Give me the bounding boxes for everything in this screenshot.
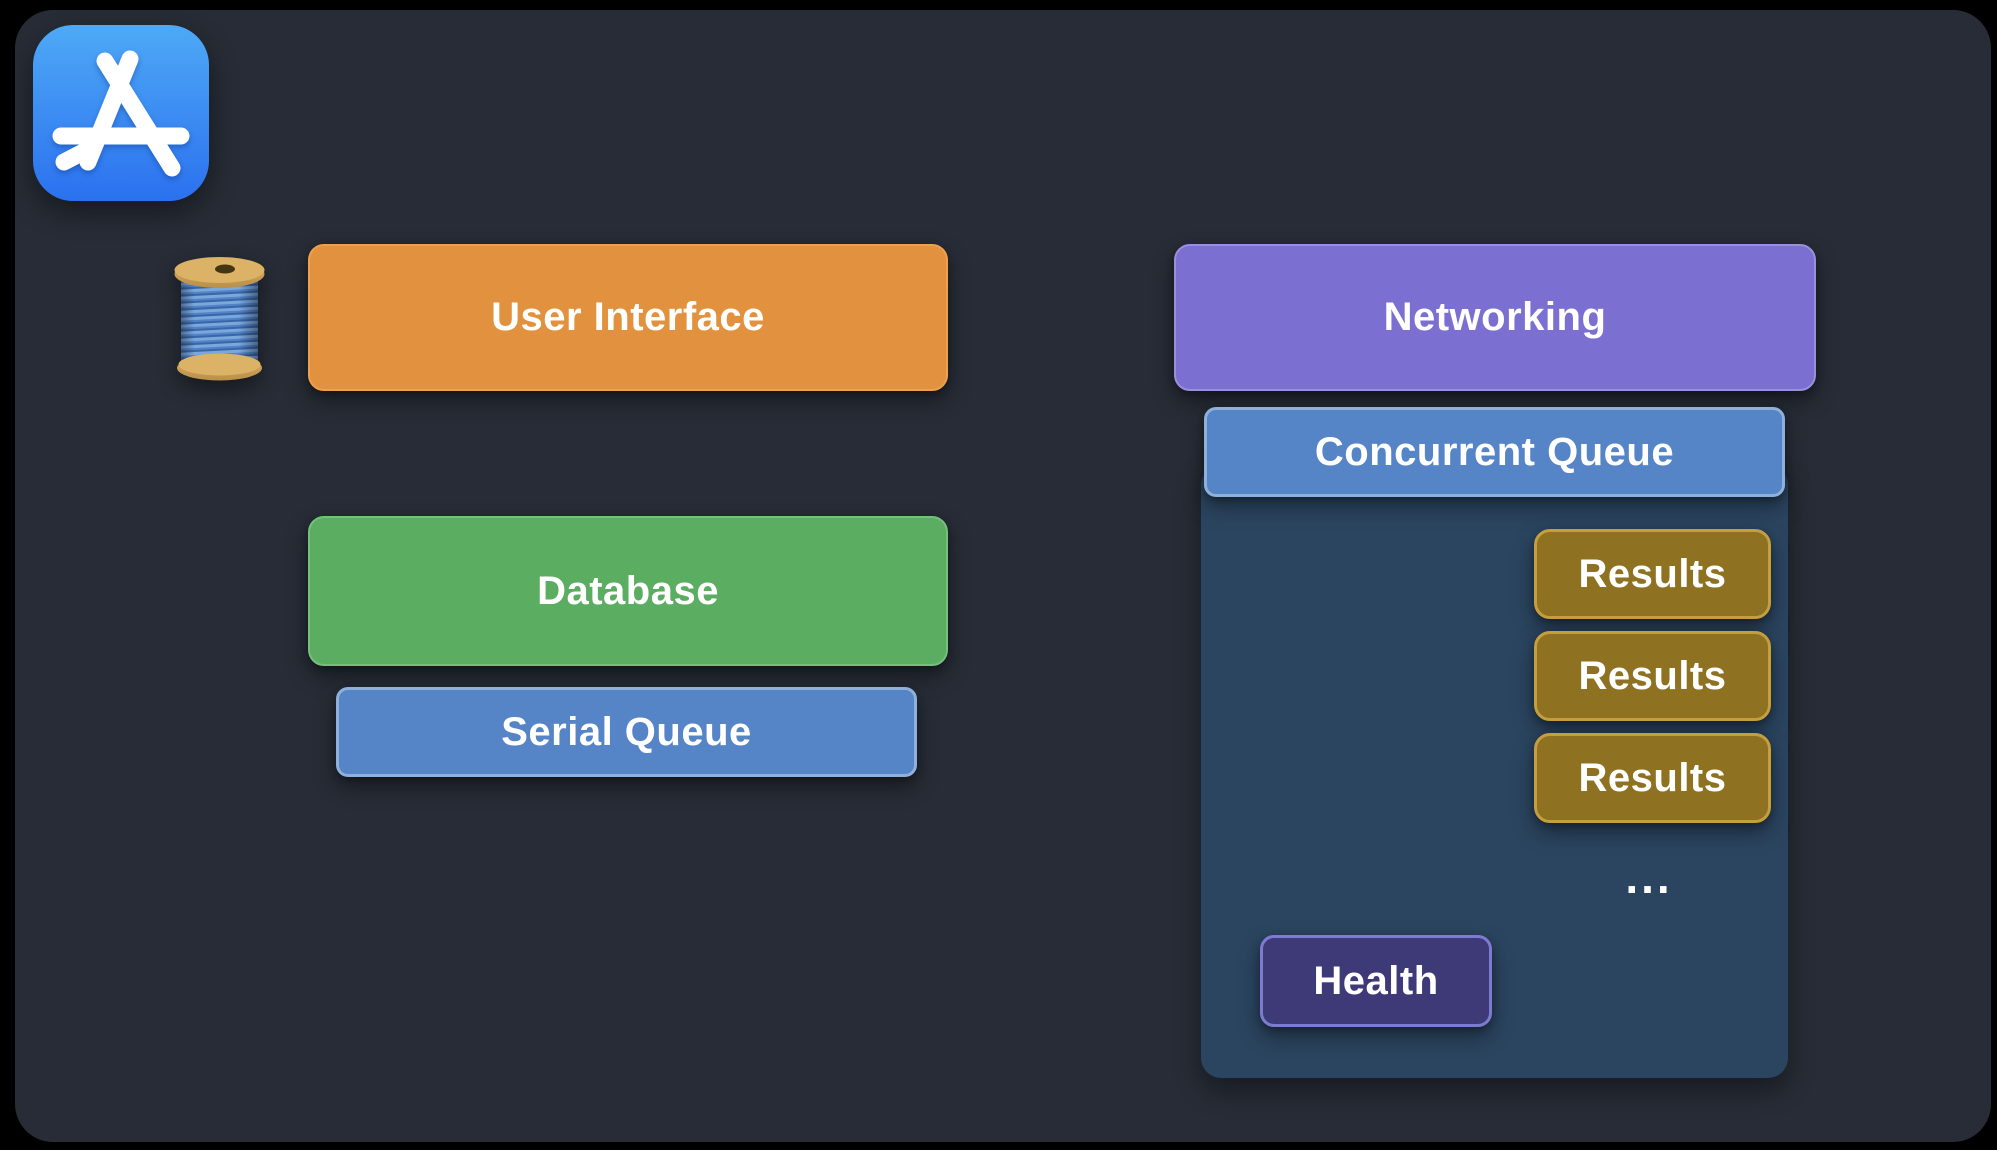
node-results-1: Results: [1534, 529, 1771, 619]
node-label: Serial Queue: [501, 709, 752, 754]
app-store-icon: [33, 25, 209, 201]
ellipsis-label: ...: [1625, 851, 1673, 903]
node-label: Results: [1578, 653, 1727, 698]
node-label: Results: [1578, 755, 1727, 800]
node-label: Results: [1578, 551, 1727, 596]
node-health: Health: [1260, 935, 1492, 1027]
node-label: Health: [1313, 958, 1439, 1003]
thread-spool-icon: [174, 257, 265, 381]
node-user-interface: User Interface: [308, 244, 948, 391]
node-label: Networking: [1383, 295, 1607, 339]
diagram-canvas: User Interface Database Serial Queue Net…: [15, 10, 1991, 1142]
node-label: User Interface: [491, 295, 765, 339]
node-serial-queue: Serial Queue: [336, 687, 917, 777]
node-database: Database: [308, 516, 948, 666]
node-label: Concurrent Queue: [1314, 429, 1675, 474]
node-results-3: Results: [1534, 733, 1771, 823]
node-networking: Networking: [1174, 244, 1816, 391]
node-label: Database: [537, 568, 719, 613]
node-concurrent-queue: Concurrent Queue: [1204, 407, 1785, 497]
node-results-2: Results: [1534, 631, 1771, 721]
